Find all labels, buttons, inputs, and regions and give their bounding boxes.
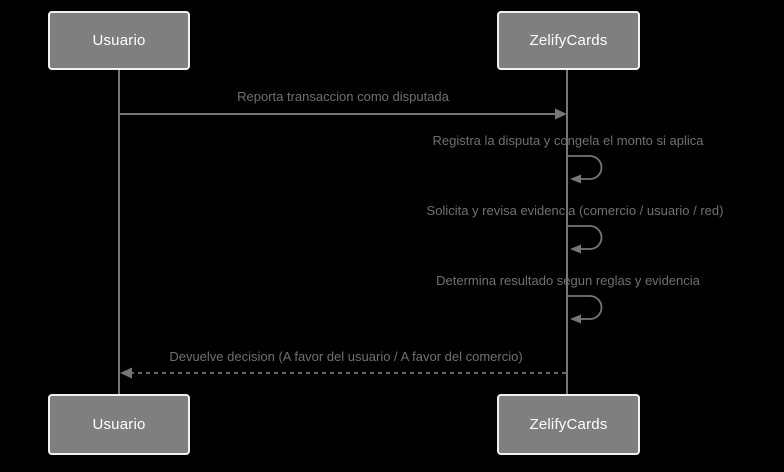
return-arrow (120, 367, 566, 379)
message-arrow-1 (119, 108, 567, 120)
message-label-3: Solicita y revisa evidencia (comercio / … (426, 203, 724, 218)
message-label-4: Determina resultado segun reglas y evide… (436, 273, 700, 288)
actor-label-usuario-top: Usuario (92, 32, 146, 49)
message-label-5: Devuelve decision (A favor del usuario /… (169, 349, 523, 364)
actor-label-zelifycards-bottom: ZelifyCards (529, 416, 608, 433)
self-loop-arrow-2 (568, 225, 603, 254)
message-label-2: Registra la disputa y congela el monto s… (432, 133, 704, 148)
actor-box-usuario-top: Usuario (48, 11, 190, 70)
actor-box-zelifycards-bottom: ZelifyCards (497, 394, 640, 455)
actor-box-usuario-bottom: Usuario (48, 394, 190, 455)
actor-label-usuario-bottom: Usuario (92, 416, 146, 433)
actor-label-zelifycards-top: ZelifyCards (529, 32, 608, 49)
actor-box-zelifycards-top: ZelifyCards (497, 11, 640, 70)
lifeline-usuario (118, 70, 120, 394)
message-label-1: Reporta transaccion como disputada (237, 89, 449, 104)
self-loop-arrow-1 (568, 155, 603, 184)
lifeline-zelifycards (566, 70, 568, 394)
self-loop-arrow-3 (568, 295, 603, 324)
